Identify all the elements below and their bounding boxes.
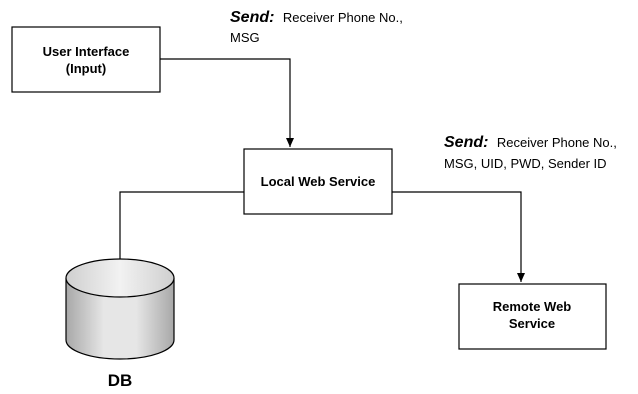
svg-text:Send: Receiver Phone No.: Send: Receiver Phone No., [444, 134, 617, 151]
annotation-remote-line2: MSG, UID, PWD, Sender ID [444, 156, 607, 171]
database-cylinder-icon [65, 258, 175, 360]
user-interface-label-line2: (Input) [66, 61, 106, 76]
node-remote-web-service: Remote Web Service [458, 283, 607, 350]
svg-text:Send: Receiver Phone No.: Send: Receiver Phone No., [230, 9, 403, 26]
db-label: DB [108, 371, 133, 390]
local-web-service-label: Local Web Service [261, 174, 376, 189]
remote-web-service-label-line2: Service [509, 316, 555, 331]
annotation-local-line2: MSG [230, 30, 260, 45]
annotation-remote-line1: Receiver Phone No., [497, 135, 617, 150]
connector-ui-to-local [160, 58, 294, 147]
annotation-send-to-local: Send: Receiver Phone No., MSG [230, 9, 403, 45]
node-local-web-service: Local Web Service [243, 148, 393, 215]
connector-local-to-remote [392, 191, 525, 282]
node-user-interface: User Interface (Input) [11, 26, 161, 93]
annotation-local-line1: Receiver Phone No., [283, 10, 403, 25]
send-keyword: Send: [444, 134, 488, 151]
send-keyword: Send: [230, 9, 274, 26]
remote-web-service-label-line1: Remote Web [493, 299, 572, 314]
connector-local-to-db [116, 191, 244, 281]
user-interface-label-line1: User Interface [43, 44, 130, 59]
annotation-send-to-remote: Send: Receiver Phone No., MSG, UID, PWD,… [444, 134, 617, 171]
